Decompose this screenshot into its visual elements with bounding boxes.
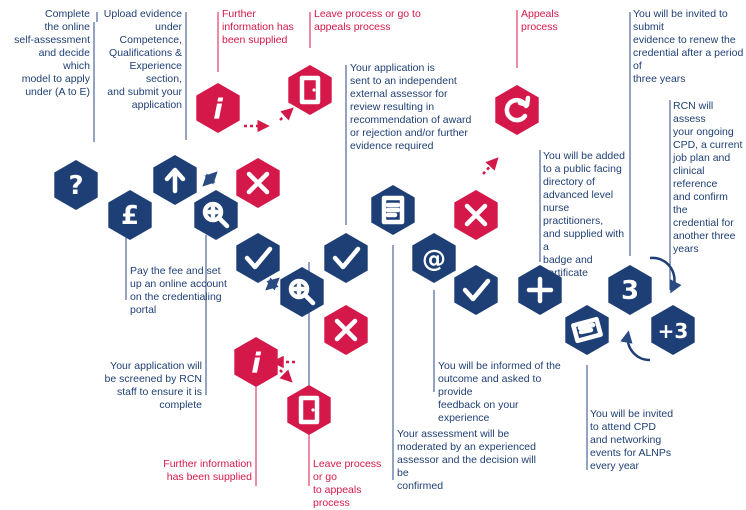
arrow-info-search-bottom — [265, 277, 280, 291]
label-complete: Complete the online self-assessment and … — [14, 8, 90, 98]
question-mark-icon: ? — [68, 171, 83, 201]
hexagon-d2 — [287, 385, 331, 435]
information-icon: i — [251, 347, 261, 380]
cross-icon — [246, 171, 270, 195]
label-outcome: You will be informed of the outcome and … — [438, 360, 561, 424]
svg-text:£: £ — [121, 201, 139, 231]
hexagon-shape — [412, 233, 456, 283]
pound-sign-icon: £ — [121, 201, 139, 231]
three-icon: 3 — [621, 276, 639, 306]
svg-text:?: ? — [68, 171, 83, 201]
svg-text:i: i — [213, 93, 223, 126]
label-leave-top: Leave process or go to appeals process — [314, 8, 421, 33]
hexagon-q: ? — [54, 160, 98, 210]
hexagon-shape — [287, 385, 331, 435]
hexagon-shape — [234, 337, 278, 387]
plus-icon — [526, 276, 554, 304]
svg-text:i: i — [251, 347, 261, 380]
hexagon-doc — [371, 185, 415, 235]
hexagon-shape — [194, 190, 238, 240]
label-further-bottom: Further information has been supplied — [163, 458, 252, 483]
hexagon-d1 — [288, 65, 332, 115]
circular-arrow-icon — [504, 95, 531, 123]
label-assessor: Your application is sent to an independe… — [350, 62, 472, 152]
hexagon-c1 — [236, 233, 280, 283]
magnifier-plus-icon — [202, 201, 230, 229]
checkmark-icon — [462, 278, 491, 302]
hexagon-shape — [495, 85, 539, 135]
arrow-to-door-bottom — [279, 369, 293, 383]
renew-cycle-icon — [620, 256, 682, 362]
arrow-to-appeals — [482, 157, 499, 175]
hexagon-lb: £ — [108, 190, 152, 240]
hexagon-shape — [454, 265, 498, 315]
label-cpd-events: You will be invited to attend CPD and ne… — [590, 408, 674, 472]
information-icon: i — [213, 93, 223, 126]
hexagon-shape — [108, 190, 152, 240]
door-exit-icon — [298, 395, 320, 425]
hexagon-re — [495, 85, 539, 135]
svg-text:+3: +3 — [658, 319, 689, 343]
label-directory: You will be added to a public facing dir… — [543, 150, 625, 279]
certificate-card-icon — [571, 316, 603, 344]
door-exit-icon — [299, 75, 321, 105]
hexagon-three: 3 — [608, 265, 652, 315]
checkmark-icon — [332, 246, 361, 270]
label-upload: Upload evidence under Competence, Qualif… — [103, 8, 182, 111]
at-sign-icon: @ — [422, 245, 446, 273]
hexagon-shape — [280, 267, 324, 317]
document-form-icon — [381, 195, 405, 225]
svg-text:3: 3 — [621, 276, 639, 306]
label-leave-bottom: Leave process or go to appeals process — [313, 458, 382, 509]
hexagon-shape — [196, 83, 240, 133]
hexagon-x1 — [236, 158, 280, 208]
cross-icon — [334, 318, 358, 342]
hexagon-c2 — [324, 233, 368, 283]
hexagon-shape — [324, 233, 368, 283]
hexagon-at: @ — [412, 233, 456, 283]
credentialing-process-diagram: ? £ i i @3 +3 Complete the online self-assess… — [14, 8, 744, 509]
hexagon-pl — [518, 265, 562, 315]
magnifier-plus-icon — [288, 278, 316, 306]
arrow-to-door-top — [279, 107, 294, 121]
arrow-info-search — [202, 171, 218, 187]
label-renew-invite: You will be invited to submit evidence t… — [633, 8, 744, 85]
process-flow-graphic: ? £ i i @3 +3 — [54, 10, 695, 486]
label-screened: Your application will be screened by RCN… — [104, 360, 202, 411]
svg-text:@: @ — [422, 245, 446, 273]
hexagon-shape — [236, 233, 280, 283]
upload-arrow-icon — [164, 167, 186, 194]
hexagon-shape — [288, 65, 332, 115]
label-pay: Pay the fee and set up an online account… — [130, 265, 227, 316]
flow-arrows-red — [244, 107, 499, 383]
hexagon-shape — [608, 265, 652, 315]
hexagon-s2 — [280, 267, 324, 317]
hexagon-p3: +3 — [651, 305, 695, 355]
hexagon-cert — [565, 305, 609, 355]
label-appeals: Appeals process — [521, 8, 559, 33]
hexagon-i1: i — [196, 83, 240, 133]
flow-arrows — [202, 171, 280, 291]
label-further-top: Further information has been supplied — [222, 8, 294, 46]
label-rcn-assess: RCN will assess your ongoing CPD, a curr… — [673, 100, 743, 255]
checkmark-icon — [244, 246, 273, 270]
hexagon-x2 — [324, 305, 368, 355]
hexagon-up — [153, 155, 197, 205]
hexagon-steps: ? £ i i @3 +3 — [54, 65, 695, 435]
cross-icon — [464, 203, 488, 227]
hexagon-shape — [54, 160, 98, 210]
plus3-icon: +3 — [658, 319, 689, 343]
hexagon-c3 — [454, 265, 498, 315]
hexagon-x3 — [454, 190, 498, 240]
label-moderated: Your assessment will be moderated by an … — [397, 428, 536, 492]
hexagon-i2: i — [234, 337, 278, 387]
hexagon-shape — [651, 305, 695, 355]
hexagon-s1 — [194, 190, 238, 240]
